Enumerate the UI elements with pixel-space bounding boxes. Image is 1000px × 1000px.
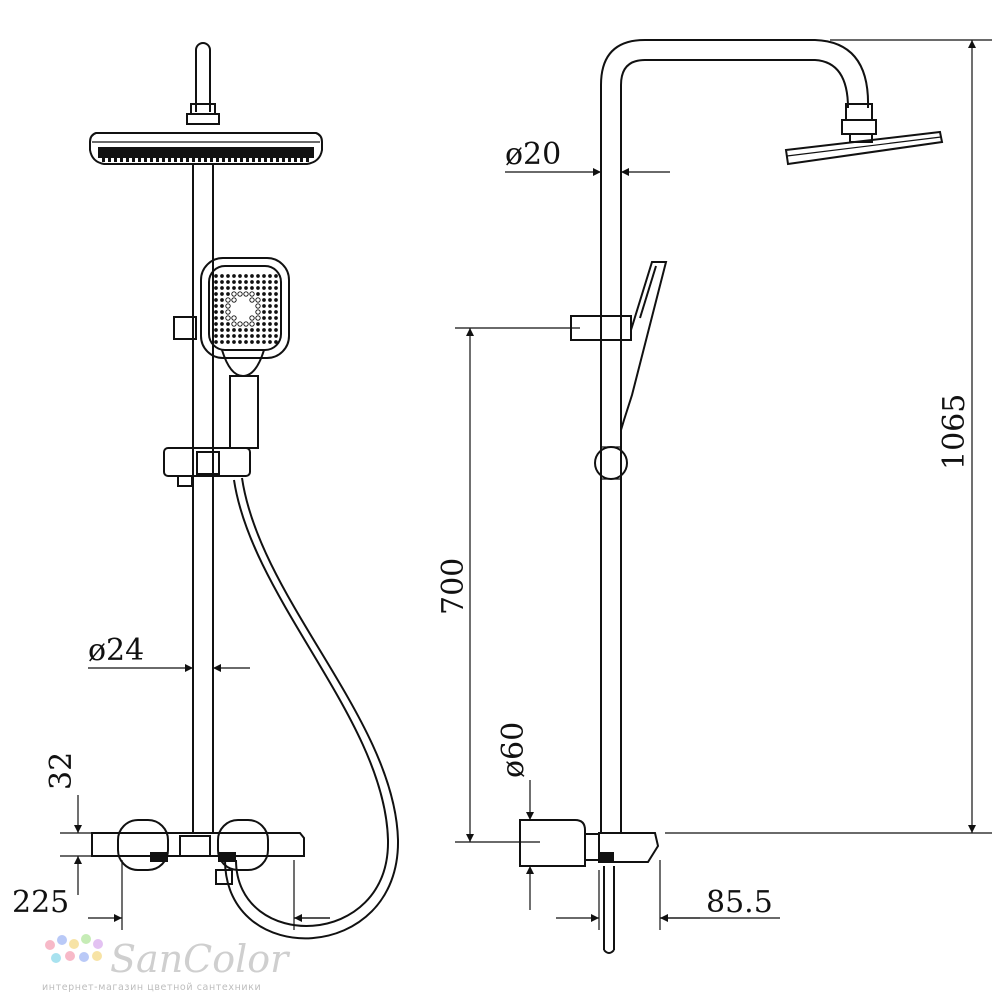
- logo-tagline: интернет-магазин цветной сантехники: [42, 982, 261, 993]
- front-arm-joint: [186, 113, 220, 125]
- side-rain-shower-head: [784, 103, 944, 166]
- side-rail-outer: [600, 39, 870, 833]
- logo-dot: [65, 951, 75, 961]
- front-arm-nut: [190, 103, 216, 115]
- dim-width-225: 225: [12, 860, 330, 930]
- side-hand-shower: [620, 261, 668, 431]
- dim-height-1065: 1065: [665, 39, 992, 834]
- front-hand-shower: [200, 257, 290, 449]
- dim-label-h700: 700: [436, 558, 471, 615]
- side-mixer-body: [519, 819, 660, 954]
- dim-height-32: 32: [44, 752, 200, 895]
- logo-dot: [69, 939, 79, 949]
- side-rail-inner: [620, 59, 849, 833]
- dim-label-w85-5: 85.5: [706, 885, 773, 920]
- logo-dot: [51, 953, 61, 963]
- side-view: ø20 700 ø60 85.5 1065: [436, 39, 992, 954]
- front-hose-outer: [224, 477, 400, 940]
- dim-label-h32: 32: [44, 752, 79, 790]
- side-slider-knob: [594, 446, 628, 480]
- dim-label-d60: ø60: [496, 722, 531, 778]
- dim-label-d20: ø20: [505, 137, 561, 172]
- front-upper-holder: [173, 316, 197, 340]
- dim-label-w225: 225: [12, 885, 69, 920]
- logo-dot: [57, 935, 67, 945]
- dim-label-d24: ø24: [88, 633, 144, 668]
- front-rain-shower-head: [89, 132, 323, 165]
- logo-dot: [79, 952, 89, 962]
- dim-height-700: 700: [436, 327, 580, 843]
- side-hand-shower-face: [639, 265, 657, 319]
- dim-label-h1065: 1065: [937, 394, 972, 470]
- watermark-logo: SanColor интернет-магазин цветной сантех…: [42, 934, 291, 993]
- front-overhead-arm: [195, 42, 211, 112]
- logo-dots: [45, 934, 103, 963]
- dim-width-85-5: 85.5: [556, 860, 780, 930]
- front-slider-bracket: [163, 447, 251, 487]
- front-view: ø24 32 225: [12, 42, 400, 940]
- logo-dot: [92, 951, 102, 961]
- logo-brand: SanColor: [110, 937, 291, 981]
- logo-dot: [45, 940, 55, 950]
- dim-diameter-60: ø60: [496, 722, 534, 910]
- dim-diameter-20: ø20: [505, 137, 670, 176]
- front-hose-inner: [233, 479, 390, 927]
- logo-dot: [93, 939, 103, 949]
- dim-diameter-24: ø24: [88, 633, 250, 672]
- logo-dot: [81, 934, 91, 944]
- front-thermostatic-mixer: [91, 819, 305, 885]
